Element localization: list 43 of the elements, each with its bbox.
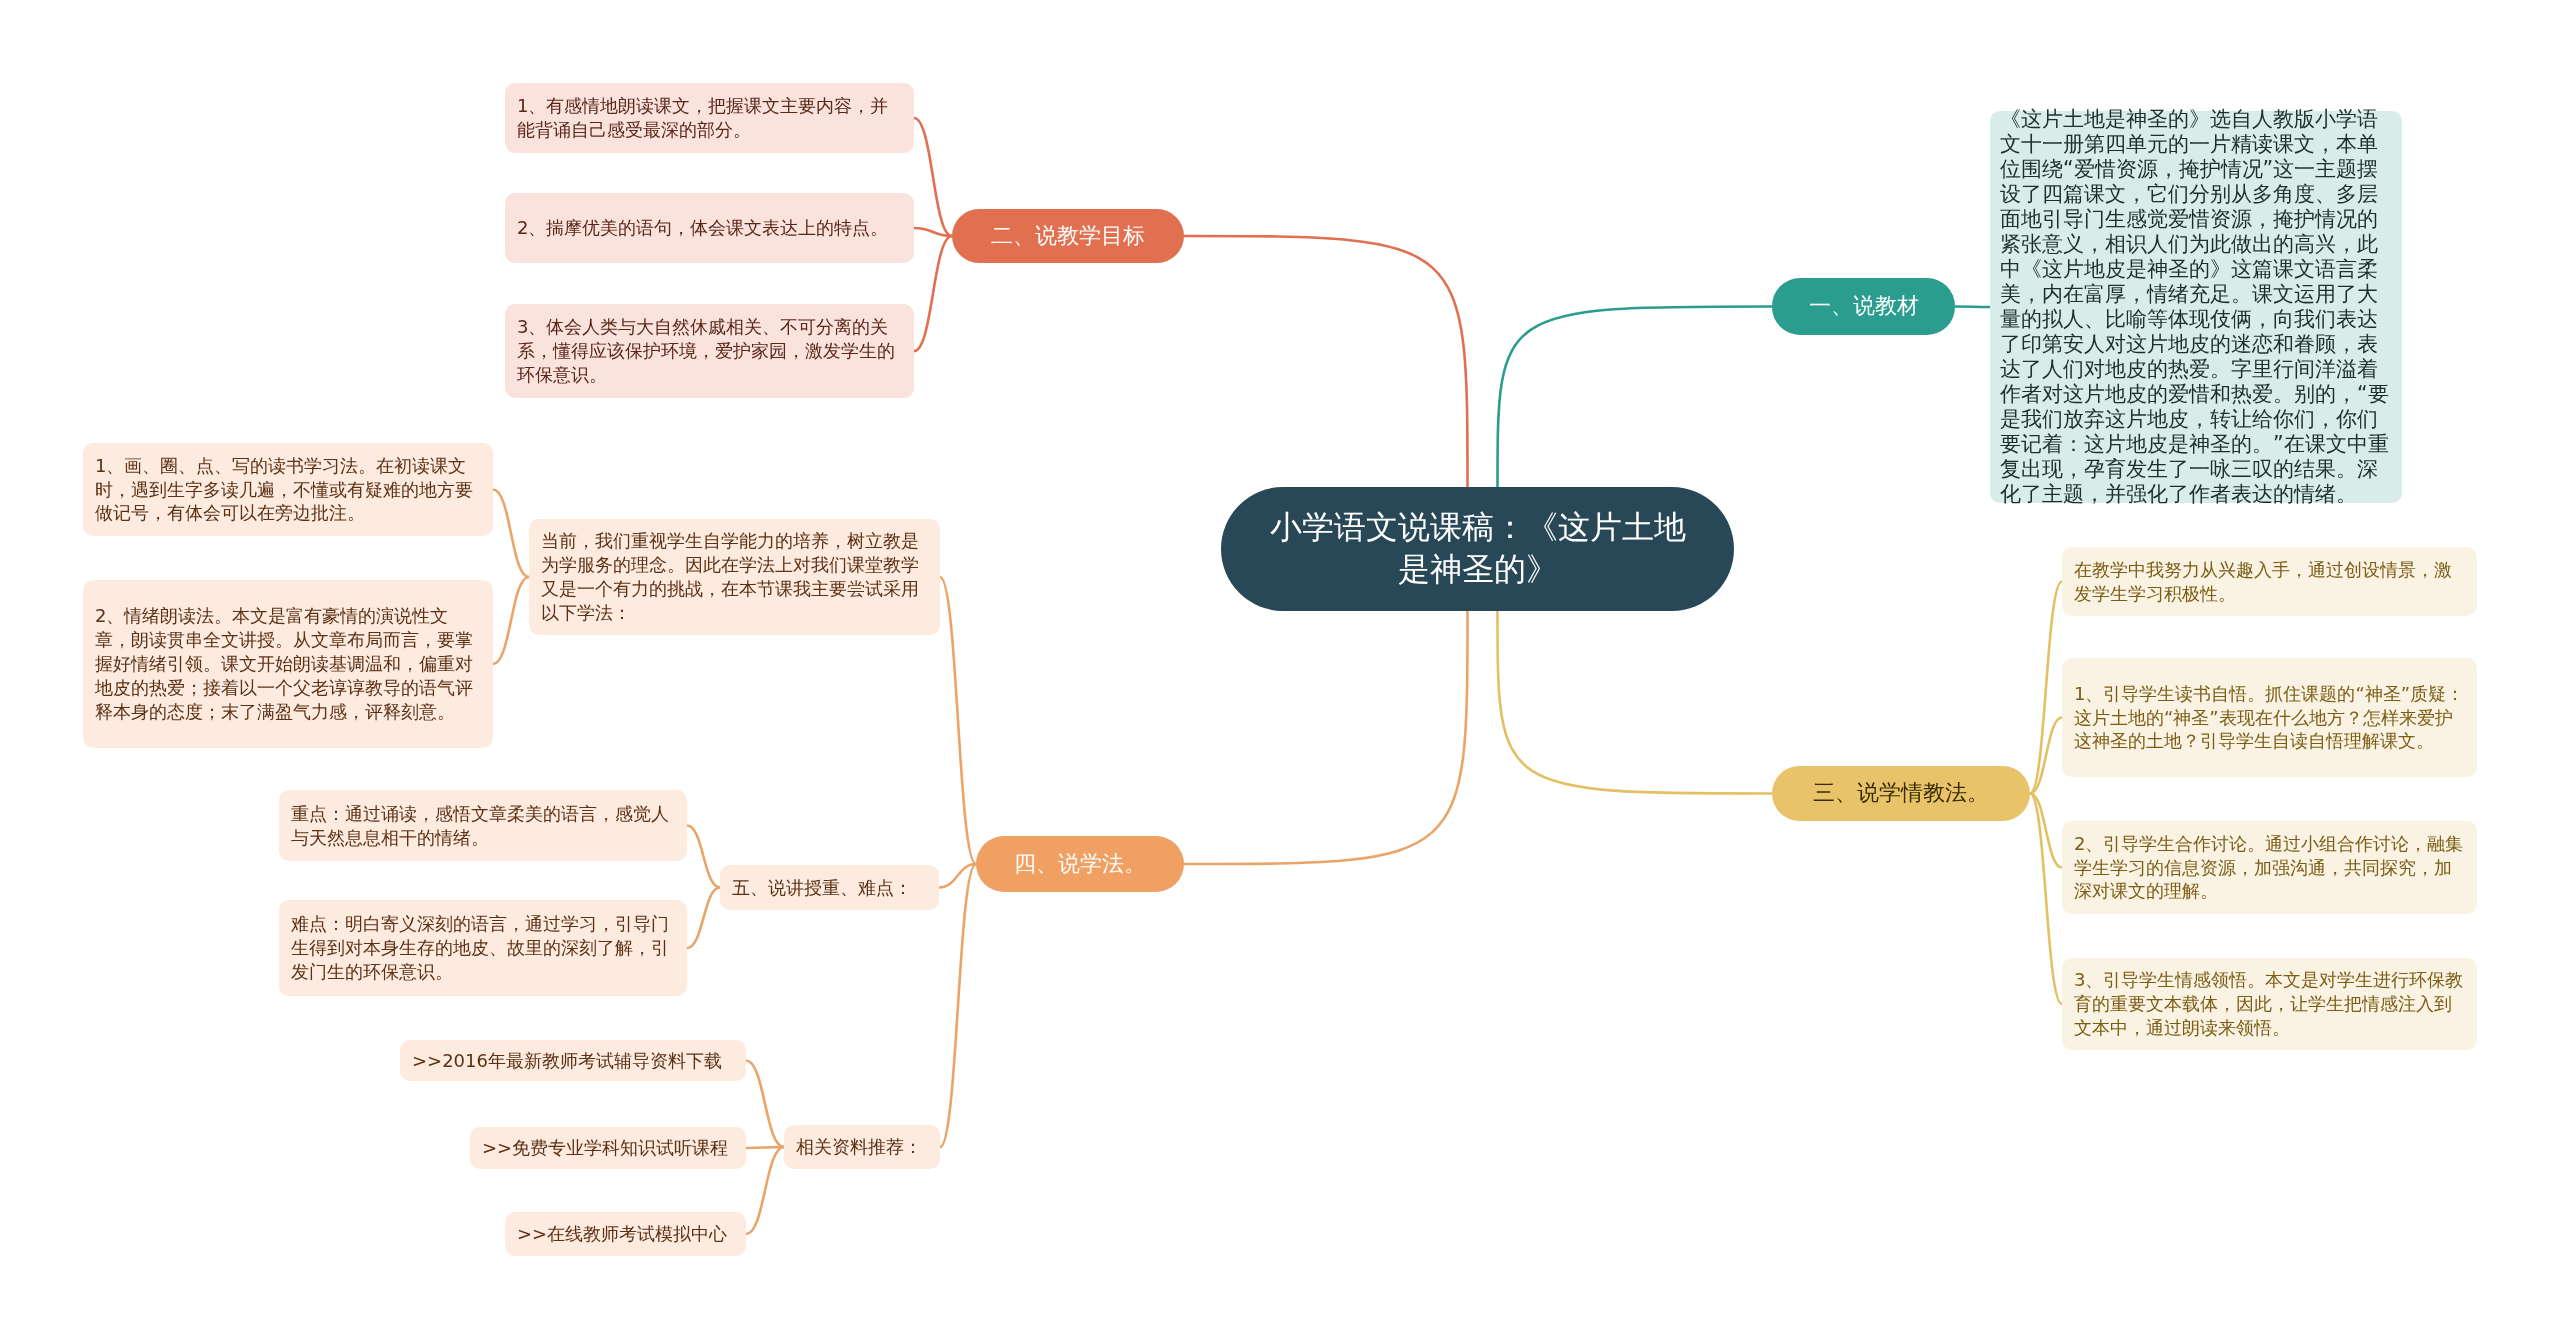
connector-line [938,863,978,1148]
connector-line [2029,716,2063,795]
branch-topic: 三、说学情教法。 [1772,766,2030,821]
connector-line [745,1059,785,1149]
connector-line [745,1145,785,1236]
connector-line [686,824,721,889]
topic-box: 1、引导学生读书自悟。抓住课题的“神圣”质疑：这片土地的“神圣”表现在什么地方？怎样来爱护这神圣的土地？引导学生自读自悟理解课文。 [2062,658,2477,777]
topic-box: 当前，我们重视学生自学能力的培养，树立教是为学服务的理念。因此在学法上对我们课堂教学又是一个有力的挑战，在本节课我主要尝试采用以下学法： [529,519,940,635]
topic-box: 3、引导学生情感领悟。本文是对学生进行环保教育的重要文本载体，因此，让学生把情感注入到文本中，通过朗读来领悟。 [2062,958,2477,1050]
topic-box: 五、说讲授重、难点： [720,865,939,910]
topic-box: 在教学中我努力从兴趣入手，通过创设情景，激发学生学习积极性。 [2062,547,2477,616]
branch-topic: 四、说学法。 [976,836,1184,892]
connector-line [2029,792,2063,1005]
connector-line [2029,580,2063,795]
topic-box: 2、揣摩优美的语句，体会课文表达上的特点。 [505,193,914,263]
central-topic: 小学语文说课稿：《这片土地是神圣的》 [1221,487,1734,611]
topic-box: >>在线教师考试模拟中心 [505,1212,746,1256]
connector-line [913,234,953,353]
connector-line [492,575,530,666]
topic-box: 相关资料推荐： [784,1125,940,1169]
topic-box: 2、引导学生合作讨论。通过小组合作讨论，融集学生学习的信息资源，加强沟通，共同探究，加深对课文的理解。 [2062,821,2477,914]
connector-line [1496,305,1772,487]
topic-box: 2、情绪朗读法。本文是富有豪情的演说性文章，朗读贯串全文讲授。从文章布局而言，要掌握好情绪引领。课文开始朗读基调温和，偏重对地皮的热爱；接着以一个父老谆谆教导的语气评释本身的态度；末了满盈气力感，评释刻意。 [83,580,493,748]
connector-line [1955,305,1990,309]
topic-box: >>免费专业学科知识试听课程 [470,1127,746,1169]
connector-line [492,488,530,579]
topic-box: >>2016年最新教师考试辅导资料下载 [400,1040,746,1081]
connector-line [1184,234,1469,487]
connector-line [913,116,953,238]
connector-line [686,886,721,950]
connector-line [1496,611,1772,795]
topic-box: 1、画、圈、点、写的读书学习法。在初读课文时，遇到生字多读几遍，不懂或有疑难的地方要做记号，有体会可以在旁边批注。 [83,443,493,536]
branch-topic: 一、说教材 [1772,278,1955,335]
connector-line [938,862,977,889]
connector-line [746,1145,784,1150]
connector-line [1184,611,1469,866]
connector-line [2029,792,2063,869]
branch-topic: 二、说教学目标 [952,209,1184,263]
topic-box: 重点：通过诵读，感悟文章柔美的语言，感觉人与天然息息相干的情绪。 [279,790,687,861]
topic-box: 难点：明白寄义深刻的语言，通过学习，引导门生得到对本身生存的地皮、故里的深刻了解，引发门生的环保意识。 [279,900,687,996]
topic-box: 3、体会人类与大自然休戚相关、不可分离的关系，懂得应该保护环境，爱护家园，激发学生的环保意识。 [505,304,914,398]
connector-line [938,576,978,865]
topic-box: 1、有感情地朗读课文，把握课文主要内容，并能背诵自己感受最深的部分。 [505,83,914,153]
